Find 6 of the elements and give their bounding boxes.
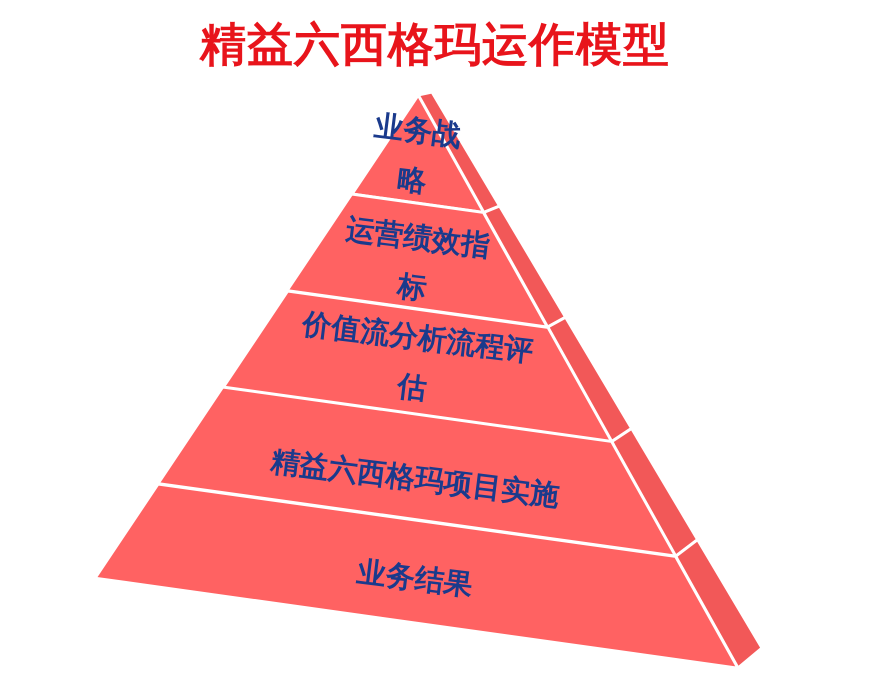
layer-label: 业务战略 (372, 107, 464, 200)
layer-label: 价值流分析流程评估 (300, 305, 536, 408)
layer-label: 精益六西格玛项目实施 (268, 442, 562, 515)
layer-label: 业务结果 (354, 553, 476, 604)
title: 精益六西格玛运作模型 (200, 17, 670, 71)
layer-label: 运营绩效指标 (343, 210, 494, 308)
